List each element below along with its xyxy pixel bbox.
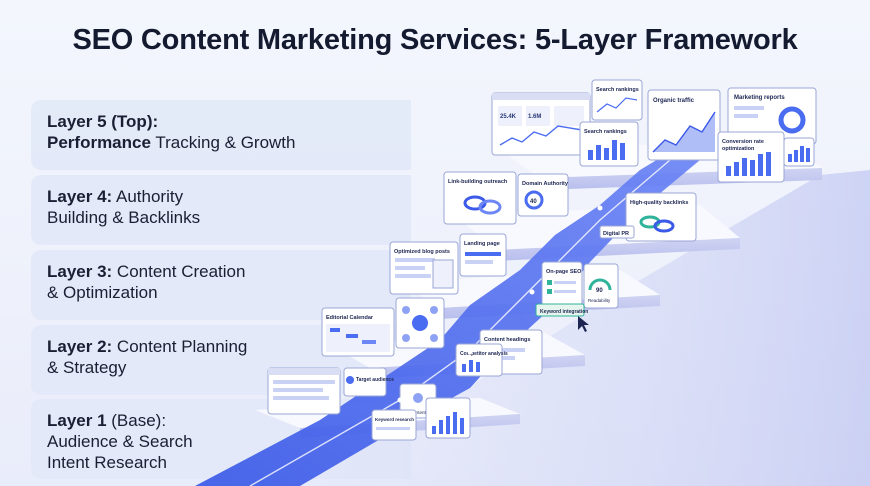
layer-5-heading: Layer 5 (Top): xyxy=(47,112,159,131)
layer-2-line1: Content Planning xyxy=(112,337,248,356)
landing-page-title: Landing page xyxy=(464,241,500,247)
layer-3-line1: Content Creation xyxy=(112,262,246,281)
landing-page-panel: Landing page xyxy=(459,233,507,277)
layer-4-heading: Layer 4: xyxy=(47,187,113,206)
domain-authority-value: 40 xyxy=(530,199,537,205)
layer-4-card: Layer 4: Authority Building & Backlinks xyxy=(31,175,411,245)
editorial-calendar-title: Editorial Calendar xyxy=(326,315,374,321)
blog-posts-title: Optimized blog posts xyxy=(394,249,450,255)
search-rankings-chart-panel: Search rankings xyxy=(579,121,639,167)
audience-data-panel xyxy=(267,367,341,415)
sparkle xyxy=(597,205,603,211)
layer-5-line2: Tracking & Growth xyxy=(150,133,296,152)
target-audience-panel: Target audience xyxy=(343,367,394,397)
backlinks-title: High-quality backlinks xyxy=(630,200,688,206)
layer-5-line2-bold: Performance xyxy=(47,133,151,152)
search-rankings-2-title: Search rankings xyxy=(584,129,627,135)
domain-authority-panel: Domain Authority 40 xyxy=(517,173,569,217)
conversion-rate-title-2: optimization xyxy=(722,146,755,152)
dashboard-panel: 25.4K 1.6M xyxy=(491,92,591,156)
readability-label: Readability xyxy=(588,298,611,303)
bar-chart-panel-small xyxy=(783,137,815,167)
optimized-blog-posts-panel: Optimized blog posts xyxy=(389,241,459,295)
layer-4-line2: Building & Backlinks xyxy=(47,208,201,227)
competitor-analysis-panel: Competitor analysis xyxy=(455,343,508,377)
sparkle xyxy=(655,153,661,159)
competitor-analysis-title: Competitor analysis xyxy=(460,351,508,357)
keyword-integration-tag: Keyword integration xyxy=(535,303,588,317)
search-rankings-panel: Search rankings xyxy=(591,79,643,121)
layer-1-heading: Layer 1 xyxy=(47,411,107,430)
layer-1-line3: Intent Research xyxy=(47,453,168,472)
layer-3-line2: & Optimization xyxy=(47,283,158,302)
readability-panel: 90 Readability xyxy=(583,263,619,309)
on-page-seo-title: On-page SEO xyxy=(546,269,582,275)
marketing-reports-panel: Marketing reports xyxy=(727,87,817,145)
digital-pr-tag: Digital PR xyxy=(599,225,635,239)
target-audience-title: Target audience xyxy=(356,377,394,383)
layer-3-heading: Layer 3: xyxy=(47,262,113,281)
organic-traffic-title: Organic traffic xyxy=(653,98,695,104)
organic-traffic-panel: Organic traffic xyxy=(647,89,721,161)
high-quality-backlinks-panel: High-quality backlinks xyxy=(625,192,697,242)
on-page-seo-panel: On-page SEO xyxy=(541,261,583,309)
page-title: SEO Content Marketing Services: 5-Layer … xyxy=(72,24,798,56)
layer-4-line1: Authority xyxy=(112,187,184,206)
metric-1-6m: 1.6M xyxy=(528,114,541,120)
data-chart-panel xyxy=(425,397,471,439)
keyword-integration-label: Keyword integration xyxy=(540,309,588,315)
editorial-calendar-panel: Editorial Calendar xyxy=(321,307,395,357)
conversion-rate-panel: Conversion rate optimization xyxy=(717,131,785,183)
layer-2-heading: Layer 2: xyxy=(47,337,113,356)
layer-1-line2: Audience & Search xyxy=(47,432,193,451)
keyword-research-panel: Keyword research xyxy=(371,409,417,441)
pie-chart-icon xyxy=(346,376,354,384)
marketing-reports-title: Marketing reports xyxy=(734,95,785,101)
domain-authority-title: Domain Authority xyxy=(522,181,569,187)
sparkle xyxy=(467,349,473,355)
digital-pr-label: Digital PR xyxy=(603,231,629,237)
link-outreach-title: Link-building outreach xyxy=(448,179,508,185)
readability-value: 90 xyxy=(596,288,603,294)
content-headings-title: Content headings xyxy=(484,337,530,343)
layer-1-line1: (Base): xyxy=(106,411,167,430)
user-icon xyxy=(413,393,423,403)
cursor-icon xyxy=(578,316,589,332)
conversion-rate-title: Conversion rate xyxy=(722,139,764,145)
search-rankings-title: Search rankings xyxy=(596,87,639,93)
sparkle xyxy=(397,397,403,403)
link-outreach-panel: Link-building outreach xyxy=(443,171,517,225)
growth-path xyxy=(195,140,728,486)
metric-25k: 25.4K xyxy=(500,114,517,120)
keyword-research-title: Keyword research xyxy=(375,417,414,422)
sparkle xyxy=(529,289,535,295)
layer-2-line2: & Strategy xyxy=(47,358,127,377)
layer-5-card: Layer 5 (Top): Performance Tracking & Gr… xyxy=(31,100,411,170)
topic-cluster-panel xyxy=(395,297,445,349)
